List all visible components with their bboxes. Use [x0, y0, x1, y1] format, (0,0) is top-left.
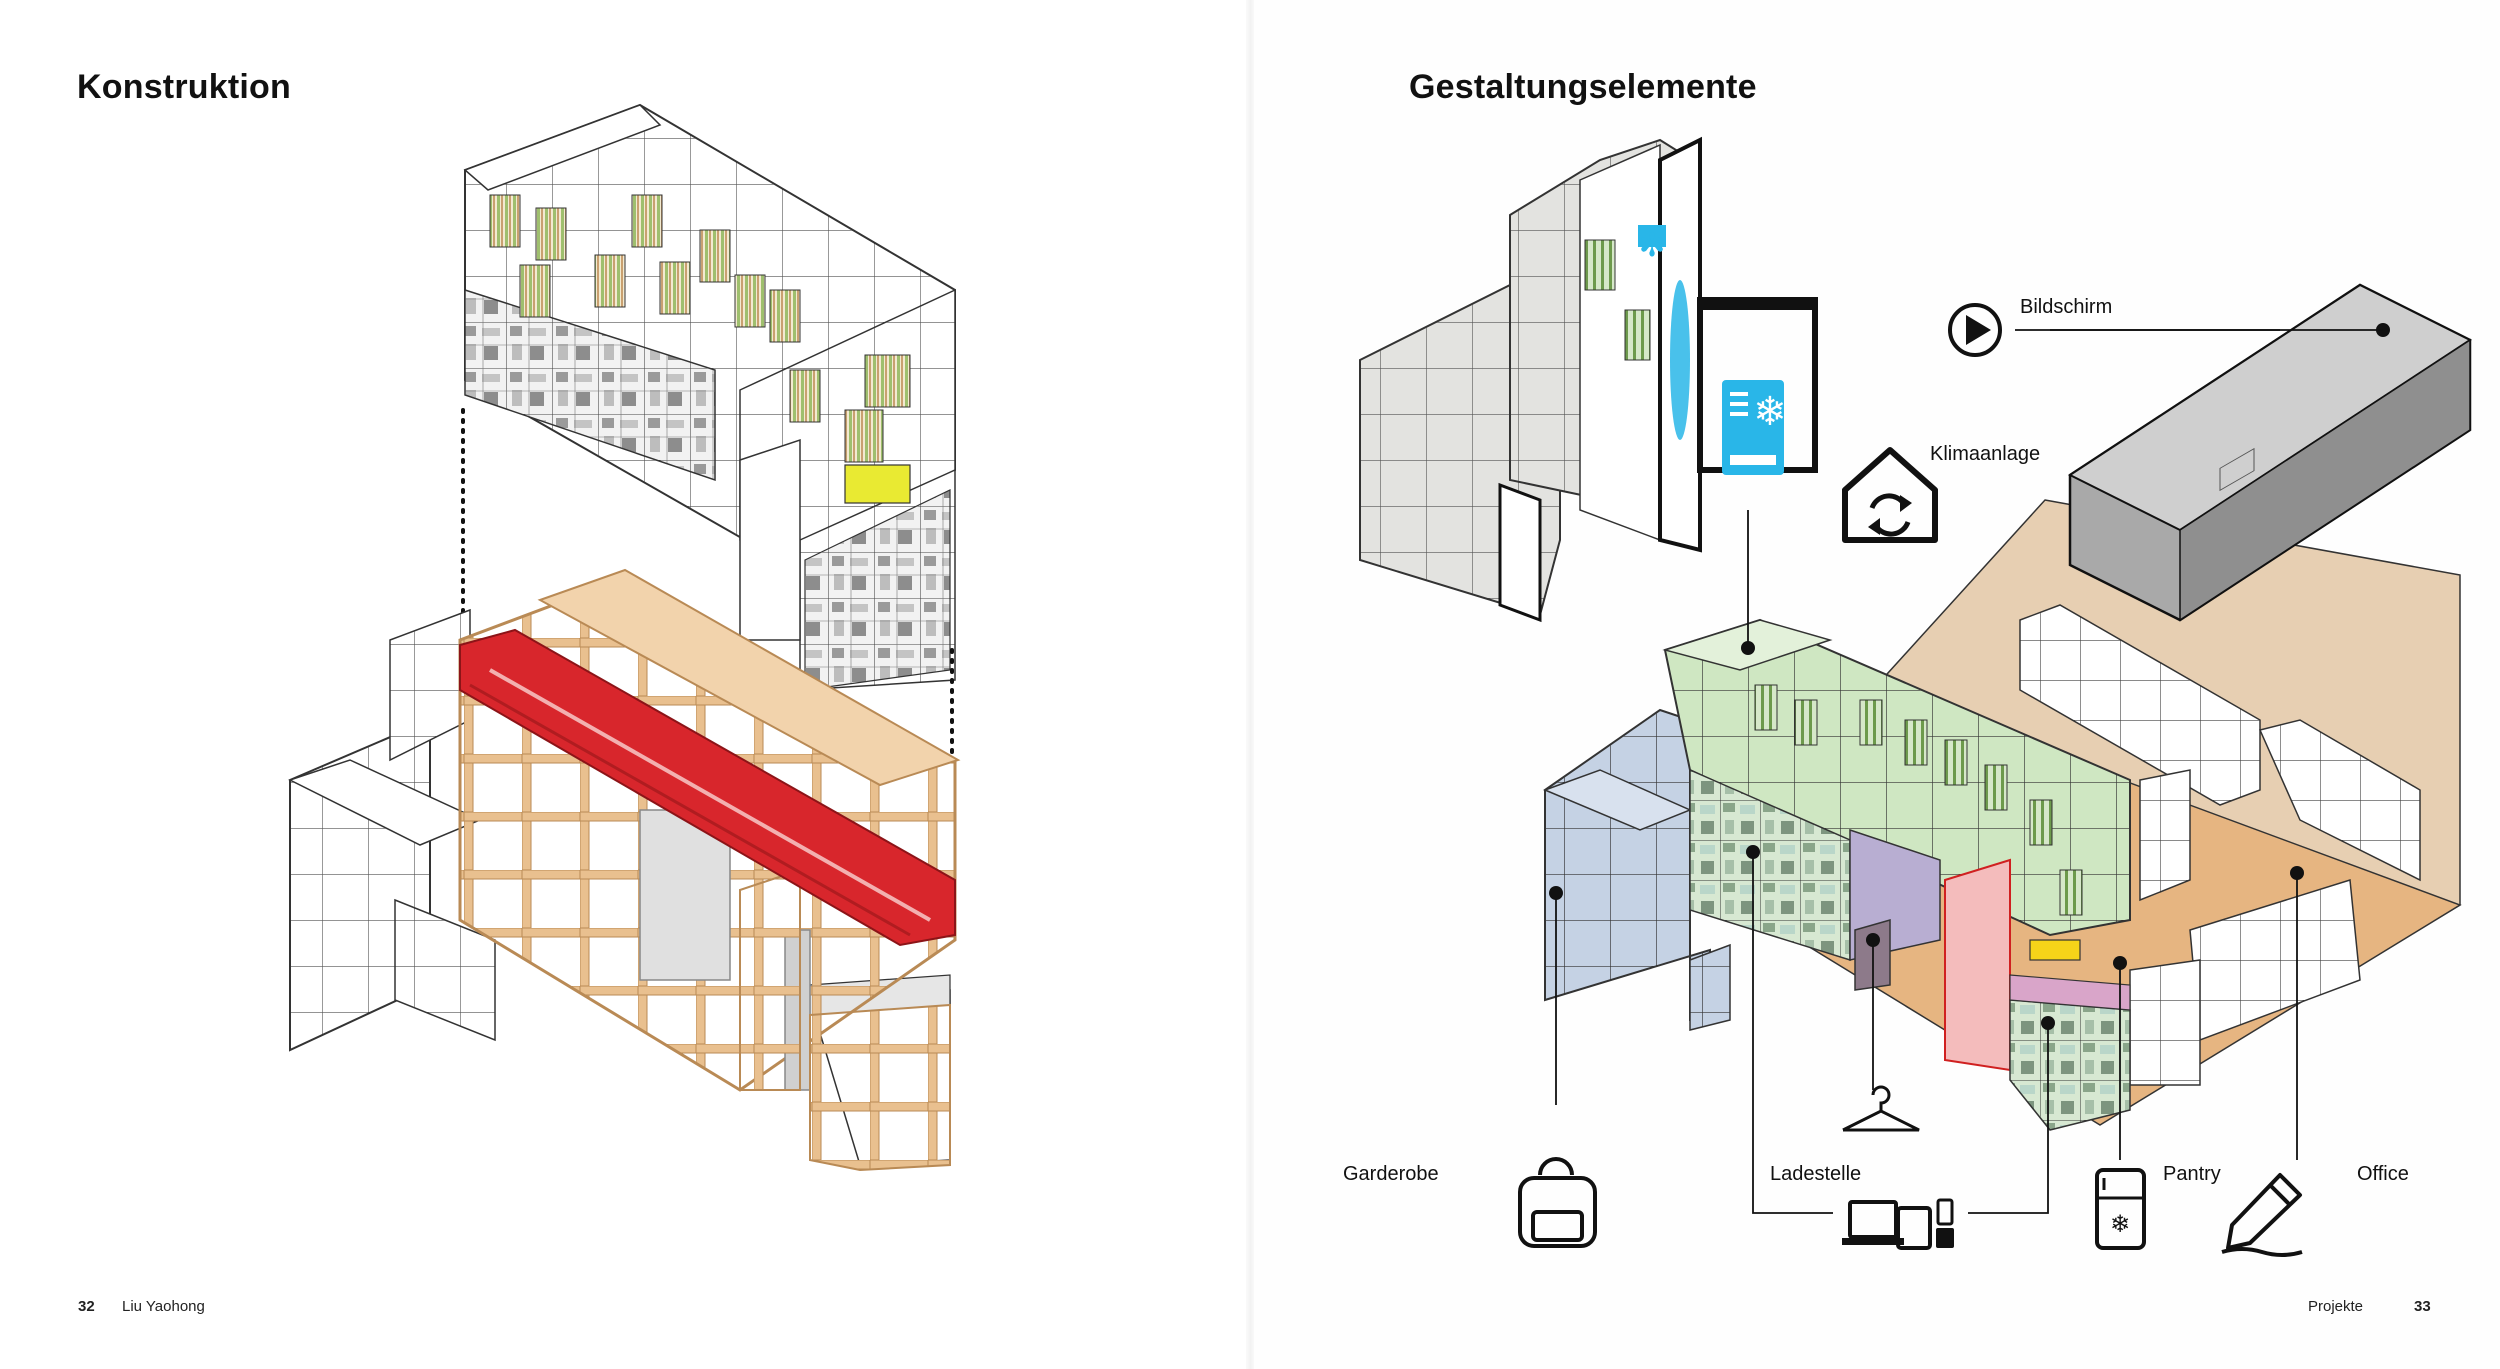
wardrobe-module: [1542, 708, 1731, 1031]
left-page-number: 32: [78, 1298, 95, 1315]
pencil-icon: [2221, 1173, 2303, 1257]
right-page-heading: Gestaltungselemente: [1409, 68, 1757, 106]
label-garderobe: Garderobe: [1343, 1163, 1439, 1185]
office-shelves: [2019, 604, 2421, 1086]
charging-station-modules: [1689, 768, 1941, 991]
snowflake-fan-icon: ✻: [1638, 225, 1666, 264]
left-running-head: Liu Yaohong: [122, 1298, 205, 1315]
construction-diagram: [288, 103, 961, 1172]
right-page-number: 33: [2414, 1298, 2431, 1315]
leader-dots: [1549, 323, 2390, 1030]
screen-box: [2067, 283, 2473, 622]
air-conditioner-icon: ❄: [1722, 380, 1787, 475]
left-page-heading: Konstruktion: [77, 68, 291, 106]
label-bildschirm: Bildschirm: [2020, 296, 2113, 318]
label-pantry: Pantry: [2163, 1163, 2221, 1185]
play-icon: [1948, 303, 2002, 357]
label-office: Office: [2357, 1163, 2409, 1185]
svg-text:❄: ❄: [2110, 1210, 2130, 1238]
backpack-icon: [1518, 1157, 1597, 1248]
green-main-modules: [1662, 618, 2131, 937]
label-klimaanlage: Klimaanlage: [1930, 443, 2041, 465]
svg-text:❄: ❄: [1753, 389, 1787, 435]
house-climate-icon: [1842, 447, 1938, 543]
grey-module-block: [1359, 138, 1701, 623]
svg-text:✻: ✻: [1639, 226, 1666, 264]
fridge-icon: ❄: [2095, 1168, 2146, 1250]
ac-duct: [1658, 136, 1818, 553]
green-slat-panels: [489, 194, 911, 463]
label-ladestelle: Ladestelle: [1770, 1163, 1862, 1185]
pantry-modules: [1944, 858, 2131, 1131]
book-gutter: [1246, 0, 1254, 1369]
upper-module-block: [463, 103, 956, 691]
hanger-icon: [1842, 1085, 1920, 1132]
red-steel-beam: [459, 628, 956, 947]
right-running-head: Projekte: [2308, 1298, 2364, 1315]
devices-icon: [1842, 1198, 1954, 1250]
